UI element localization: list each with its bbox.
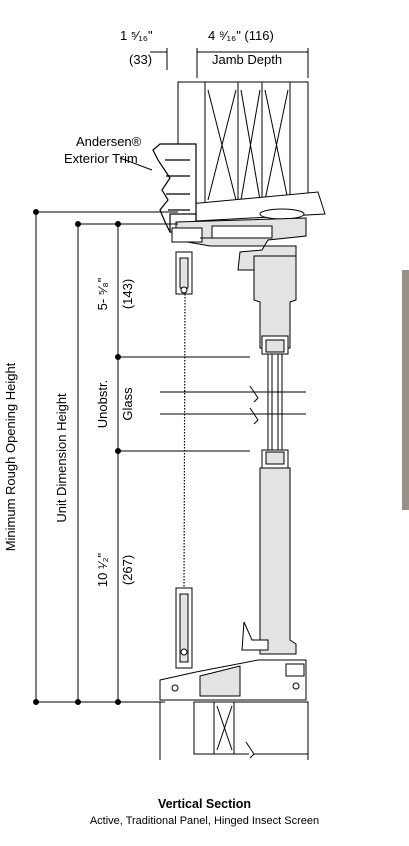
door-panel-upper <box>253 255 297 355</box>
top-dimension-lines <box>150 48 309 78</box>
unobstr-glass-label-line1: Unobstr. <box>95 380 110 428</box>
trim-leader-line <box>119 157 153 171</box>
jamb-depth-dimension: 4 ⁹⁄₁₆" (116) <box>208 28 274 43</box>
head-dimension-mm: (143) <box>120 279 135 309</box>
insect-screen-top <box>175 251 193 295</box>
jamb-depth-label: Jamb Depth <box>212 52 282 67</box>
jamb-left-dimension-mm: (33) <box>129 52 152 67</box>
unit-dimension-height-label: Unit Dimension Height <box>54 393 69 523</box>
rough-opening-height-label: Minimum Rough Opening Height <box>3 362 18 551</box>
head-dimension-value: 5- ⁵⁄₈" <box>95 277 110 310</box>
head-frame <box>171 217 307 271</box>
sill-dimension-mm: (267) <box>120 555 135 585</box>
sill-framing <box>159 701 309 760</box>
break-lines <box>160 385 306 425</box>
trim-label-line1: Andersen® <box>76 134 142 149</box>
insect-screen-mesh <box>183 293 186 591</box>
caption-title: Vertical Section <box>157 797 252 811</box>
trim-label-line2: Exterior Trim <box>64 151 138 166</box>
door-panel-lower <box>241 449 297 655</box>
sill-frame <box>159 659 307 701</box>
head-jamb <box>177 81 326 223</box>
insect-screen-bottom <box>175 587 193 669</box>
side-tab-marker <box>402 270 409 510</box>
exterior-trim-profile <box>152 143 197 233</box>
jamb-left-dimension: 1 ⁵⁄₁₆" <box>120 28 153 43</box>
sill-dimension-value: 10 ¹⁄₂" <box>95 552 110 587</box>
glazing <box>267 353 283 451</box>
unobstr-glass-label-line2: Glass <box>120 387 135 421</box>
caption-subtitle: Active, Traditional Panel, Hinged Insect… <box>89 815 320 827</box>
